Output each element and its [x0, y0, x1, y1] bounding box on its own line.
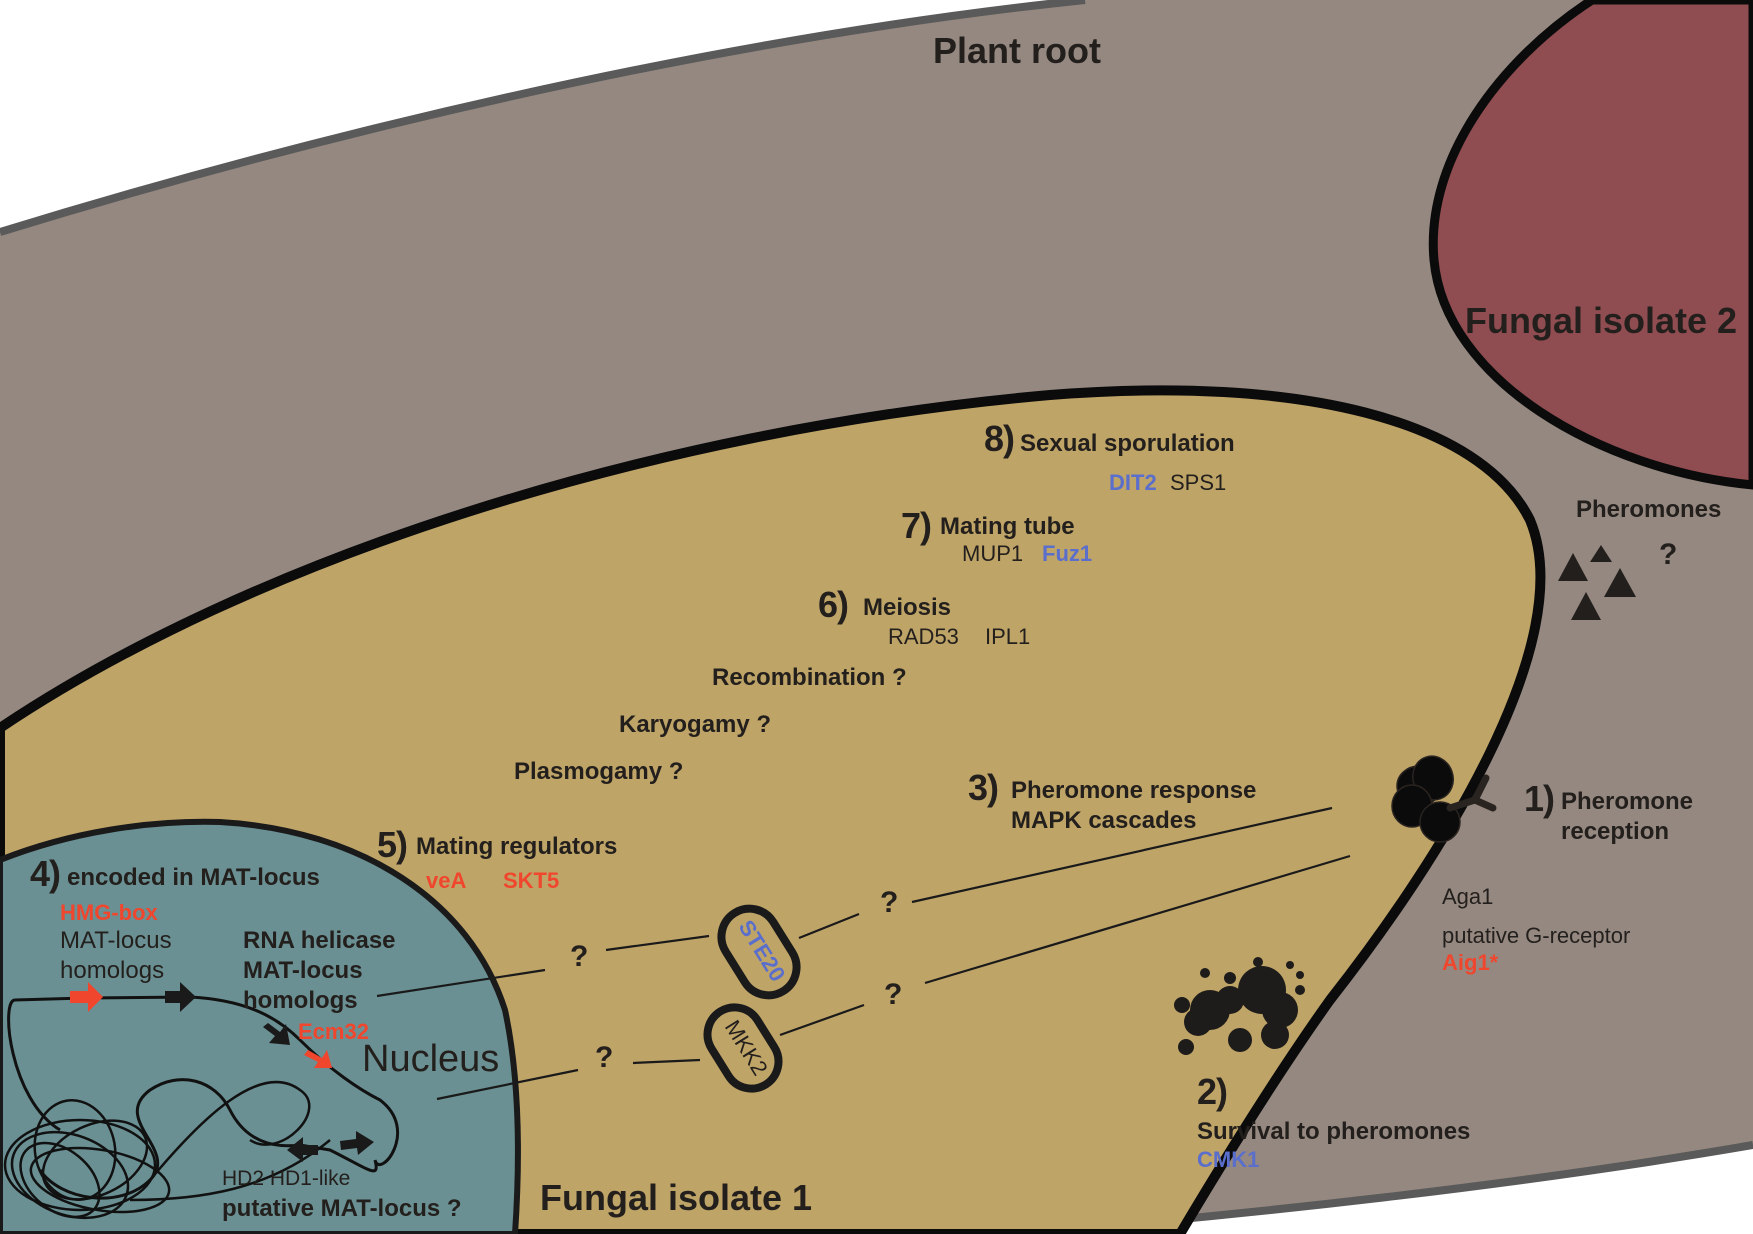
process-recombination: Recombination ?: [712, 664, 907, 691]
gene-vea: veA: [426, 868, 467, 893]
pheromones-unknown-mark: ?: [1659, 538, 1678, 571]
step-5-number: 5): [377, 824, 408, 865]
chromatin-tangle: [3, 1080, 331, 1220]
plant-root-label: Plant root: [933, 30, 1101, 71]
gene-mup1: MUP1: [962, 541, 1024, 566]
hd-genes-label: HD2 HD1-like: [222, 1167, 351, 1190]
step-4-title: encoded in MAT-locus: [67, 864, 320, 891]
unknown-mark-4: ?: [884, 978, 903, 1011]
step-6-title: Meiosis: [863, 594, 952, 621]
gene-dit2: DIT2: [1109, 470, 1157, 495]
gene-hmg-box: HMG-box: [60, 900, 158, 925]
mat-homologs-line1: MAT-locus: [60, 927, 172, 954]
pheromones-label: Pheromones: [1576, 496, 1722, 523]
step-1-title-line1: Pheromone: [1561, 788, 1694, 815]
unknown-mark-3: ?: [595, 1041, 614, 1074]
step-7-number: 7): [901, 505, 932, 546]
step-3-title-line2: MAPK cascades: [1011, 807, 1197, 834]
hd2-arrow-icon: [287, 1137, 318, 1162]
rna-helicase-line1: RNA helicase: [243, 927, 396, 954]
fungal-isolate-2-region: [1428, 0, 1753, 490]
gene-ecm32: Ecm32: [298, 1019, 369, 1044]
gene-ipl1: IPL1: [985, 624, 1031, 649]
plant-root-border-top: [0, 0, 1086, 236]
step-8-number: 8): [984, 418, 1015, 459]
fungal-isolate-2-label: Fungal isolate 2: [1465, 300, 1738, 341]
putative-mat-locus-label: putative MAT-locus ?: [222, 1195, 462, 1222]
step-1-number: 1): [1524, 778, 1555, 819]
fungal-isolate-1-label: Fungal isolate 1: [540, 1177, 813, 1218]
step-3-title-line1: Pheromone response: [1011, 777, 1257, 804]
gene-cmk1: CMK1: [1197, 1147, 1260, 1172]
receptor-antenna-icon: [1446, 774, 1497, 812]
step-3-number: 3): [968, 767, 999, 808]
gene-g-receptor: putative G-receptor: [1442, 923, 1631, 948]
gene-sps1: SPS1: [1170, 470, 1227, 495]
step-2-number: 2): [1197, 1071, 1228, 1112]
ste20-kinase: [717, 904, 801, 1000]
step-7-title: Mating tube: [940, 513, 1075, 540]
signal-connector-lines: [376, 806, 1351, 1101]
step-1-title-line2: reception: [1561, 818, 1670, 845]
step-6-number: 6): [818, 584, 849, 625]
rna-helicase-line2: MAT-locus: [243, 957, 363, 984]
nucleus-label: Nucleus: [362, 1038, 500, 1080]
process-karyogamy: Karyogamy ?: [619, 711, 772, 738]
chromosome-strand: [7, 995, 400, 1200]
pheromone-receptor-icon: [1391, 755, 1461, 843]
unknown-mark-1: ?: [570, 940, 589, 973]
gene-aig1: Aig1*: [1442, 950, 1499, 975]
step-4-number: 4): [30, 853, 61, 894]
unknown-mark-2: ?: [880, 886, 899, 919]
hmg-box-arrow-icon: [70, 982, 103, 1012]
gene-skt5: SKT5: [503, 868, 560, 893]
step-8-title: Sexual sporulation: [1020, 430, 1235, 457]
pheromone-molecules-icon: [1558, 545, 1636, 620]
ecm32-arrow-icon: [304, 1050, 332, 1068]
gene-arrow-icon: [165, 982, 196, 1012]
mat-homologs-line2: homologs: [60, 957, 165, 984]
gene-arrow-icon: [263, 1023, 290, 1045]
process-plasmogamy: Plasmogamy ?: [514, 758, 684, 785]
gene-rad53: RAD53: [888, 624, 959, 649]
gene-fuz1: Fuz1: [1042, 541, 1093, 566]
mkk2-kinase: [703, 1003, 783, 1093]
gene-aga1: Aga1: [1442, 884, 1494, 909]
rna-helicase-line3: homologs: [243, 987, 358, 1014]
hd1-arrow-icon: [340, 1131, 374, 1155]
step-2-title: Survival to pheromones: [1197, 1118, 1471, 1145]
step-5-title: Mating regulators: [416, 833, 618, 860]
pheromone-damage-splatter-icon: [1174, 957, 1305, 1055]
